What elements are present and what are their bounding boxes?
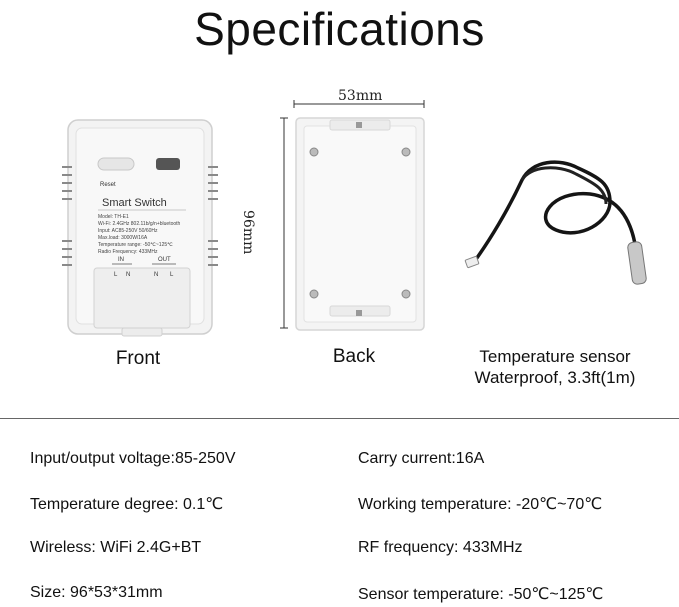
- spec-size: Size: 96*53*31mm: [30, 584, 163, 601]
- terminal-label: L: [170, 272, 174, 278]
- out-label: OUT: [158, 257, 171, 263]
- sensor-caption: Temperature sensor Waterproof, 3.3ft(1m): [440, 346, 670, 388]
- terminal-label: N: [126, 272, 130, 278]
- spec-rf-frequency: RF frequency: 433MHz: [358, 539, 523, 556]
- spec-voltage: Input/output voltage:85-250V: [30, 450, 236, 467]
- sensor-caption-line2: Waterproof, 3.3ft(1m): [474, 368, 636, 387]
- back-device-image: [280, 100, 425, 331]
- front-caption: Front: [115, 348, 161, 369]
- spec-carry-current: Carry current:16A: [358, 450, 485, 467]
- width-dimension: 53mm: [338, 88, 383, 104]
- temperature-sensor-image: [464, 160, 647, 285]
- front-device-image: Reset Smart Switch Model: TH-E1 Wi-Fi: 2…: [62, 119, 218, 337]
- detail-line: Max.load: 3000W/16A: [98, 235, 148, 241]
- height-dimension: 96mm: [240, 210, 256, 255]
- section-divider: [0, 418, 679, 419]
- terminal-label: N: [154, 272, 158, 278]
- in-label: IN: [118, 257, 124, 263]
- back-caption: Back: [332, 346, 376, 367]
- spec-wireless: Wireless: WiFi 2.4G+BT: [30, 539, 202, 556]
- detail-line: Model: TH-E1: [98, 214, 129, 220]
- sensor-caption-line1: Temperature sensor: [479, 347, 631, 366]
- spec-temperature-degree: Temperature degree: 0.1℃: [30, 496, 224, 513]
- page-title: Specifications: [194, 3, 485, 55]
- detail-line: Radio Frequency: 433MHz: [98, 249, 158, 255]
- detail-line: Temperature range: -50℃~125℃: [98, 242, 173, 248]
- spec-working-temperature: Working temperature: -20℃~70℃: [358, 496, 603, 513]
- detail-line: Wi-Fi: 2.4GHz 802.11b/g/n+bluetooth: [98, 221, 181, 227]
- terminal-label: L: [114, 272, 118, 278]
- spec-sensor-temperature: Sensor temperature: -50℃~125℃: [358, 586, 604, 603]
- reset-label: Reset: [100, 182, 116, 188]
- detail-line: Input: AC85-250V 50/60Hz: [98, 228, 158, 234]
- device-label: Smart Switch: [102, 197, 167, 209]
